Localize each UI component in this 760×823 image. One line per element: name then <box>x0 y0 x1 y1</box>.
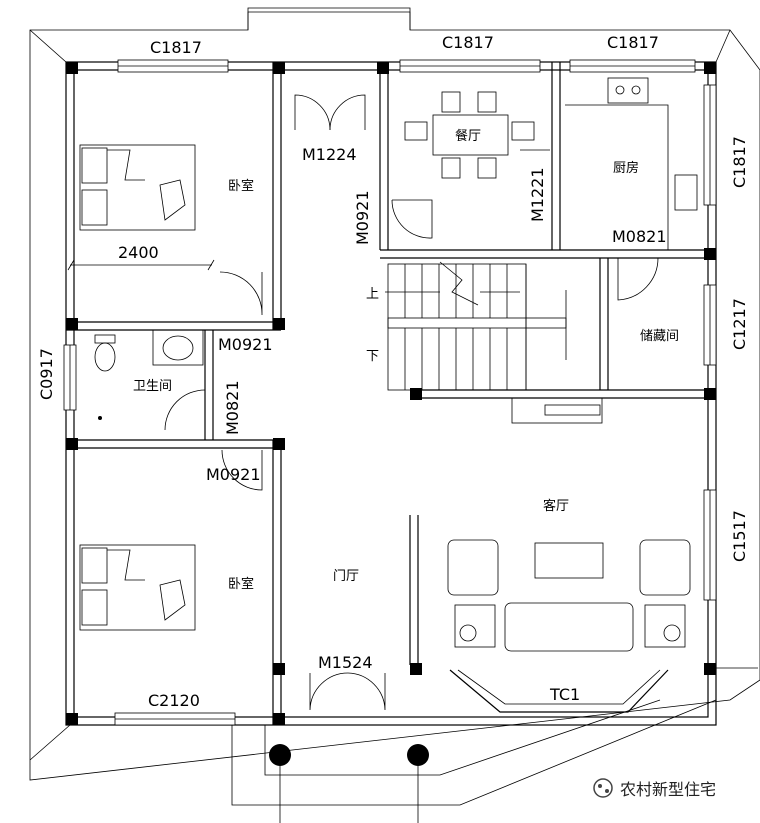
porch-columns <box>269 744 429 823</box>
door-label-entrance: M1524 <box>318 653 373 672</box>
room-labels: 卧室 卧室 餐厅 厨房 卫生间 储藏间 客厅 门厅 上 下 <box>133 128 679 592</box>
dimension-line <box>67 259 215 271</box>
watermark-text: 农村新型住宅 <box>620 780 716 799</box>
room-label-bathroom: 卫生间 <box>133 379 172 394</box>
window-labels: C1817 C1817 C1817 C1817 C1217 C1517 C091… <box>37 33 749 710</box>
door-label-bath: M0821 <box>223 380 242 435</box>
doors <box>164 94 659 711</box>
bed-top <box>79 144 196 231</box>
door-label-kitchen: M0821 <box>612 227 667 246</box>
windows <box>63 59 717 726</box>
window-label-right-kitchen: C1817 <box>730 136 749 188</box>
window-label-top-right: C1817 <box>607 33 659 52</box>
window-label-left-bath: C0917 <box>37 348 56 400</box>
door-label-bedroom-top: M0921 <box>218 335 273 354</box>
room-label-dining: 餐厅 <box>455 128 481 144</box>
room-label-bedroom-top: 卧室 <box>228 178 254 194</box>
window-label-right-storage: C1217 <box>730 298 749 350</box>
dimension-label-bedroom: 2400 <box>118 243 159 262</box>
roof-outline <box>29 7 760 806</box>
room-label-bedroom-bottom: 卧室 <box>228 576 254 592</box>
door-label-dining: M0921 <box>353 190 372 245</box>
door-label-bedroom-bottom: M0921 <box>206 465 261 484</box>
dining-table <box>404 91 535 179</box>
room-label-living: 客厅 <box>543 498 569 514</box>
watermark-logo-icon <box>593 778 613 798</box>
door-labels: M1224 M0921 M1221 M0821 M0921 M0821 M092… <box>118 145 667 672</box>
stair-label-down: 下 <box>366 349 379 364</box>
staircase <box>385 261 603 424</box>
watermark: 农村新型住宅 <box>593 778 716 799</box>
door-label-hall-top: M1224 <box>302 145 357 164</box>
bed-bottom <box>79 544 196 631</box>
room-label-kitchen: 厨房 <box>613 160 639 176</box>
columns <box>66 62 716 725</box>
window-label-bottom-left: C2120 <box>148 691 200 710</box>
kitchen-counter <box>565 77 698 250</box>
window-label-top-mid: C1817 <box>442 33 494 52</box>
window-label-bay: TC1 <box>549 685 580 704</box>
window-label-top-left: C1817 <box>150 38 202 57</box>
interior-walls <box>66 62 716 725</box>
bathroom-fixtures <box>94 329 204 420</box>
stair-label-up: 上 <box>366 287 379 302</box>
room-label-storage: 储藏间 <box>640 329 679 344</box>
door-label-dining-kitchen: M1221 <box>528 167 547 222</box>
window-label-right-living: C1517 <box>730 510 749 562</box>
room-label-foyer: 门厅 <box>333 569 359 584</box>
living-furniture <box>447 539 691 652</box>
